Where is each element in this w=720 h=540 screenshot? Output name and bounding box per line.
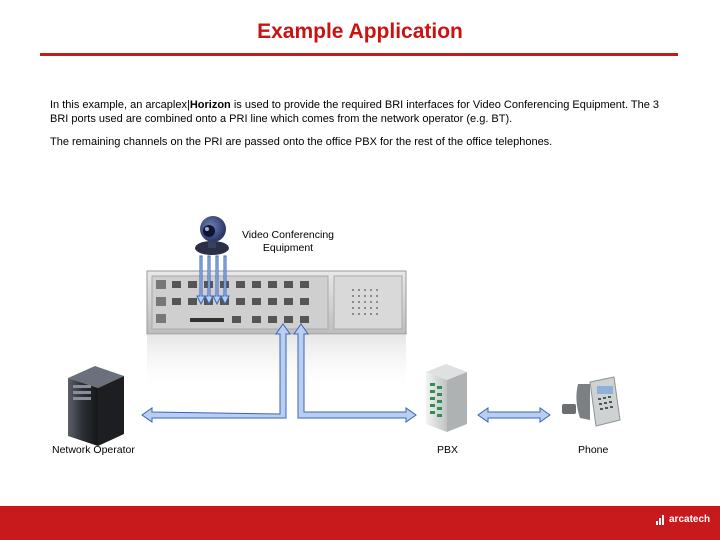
footer-bar: [0, 506, 720, 540]
intro-text-start: In this example, an arcaplex|: [50, 99, 190, 111]
pbx-label: PBX: [437, 444, 459, 456]
arcatech-logo: arcatech: [656, 514, 710, 525]
pbx-cabinet-icon: [426, 364, 467, 432]
tower-server-icon: [68, 366, 124, 446]
bri-link-4: [220, 255, 230, 306]
network-operator-label: Network Operator: [52, 444, 135, 456]
logo-text: arcatech: [669, 514, 711, 525]
arcatech-logo-mark-icon: [656, 514, 664, 525]
pri-link-network: [141, 323, 291, 423]
product-name: Horizon: [189, 99, 231, 111]
pbx-phone-link: [477, 407, 551, 423]
bri-link-1: [196, 255, 206, 306]
intro-text-end: is used to provide the required BRI inte…: [50, 99, 660, 125]
desk-phone-icon: [562, 376, 621, 427]
video-conferencing-label: Video Conferencing Equipment: [241, 229, 335, 254]
chassis-vent-grille: [352, 289, 378, 315]
title-divider: [40, 53, 678, 56]
connection-arrows: [141, 255, 551, 423]
phone-label: Phone: [578, 444, 609, 456]
bri-link-3: [212, 255, 222, 306]
webcam-icon: [195, 216, 229, 255]
bri-link-2: [204, 255, 214, 306]
pri-link-pbx: [293, 323, 417, 423]
arcaplex-horizon-chassis: [146, 270, 407, 394]
intro-paragraph: In this example, an arcaplex|Horizon is …: [50, 98, 680, 126]
pbx-paragraph: The remaining channels on the PRI are pa…: [50, 136, 553, 148]
page-title: Example Application: [257, 20, 463, 43]
